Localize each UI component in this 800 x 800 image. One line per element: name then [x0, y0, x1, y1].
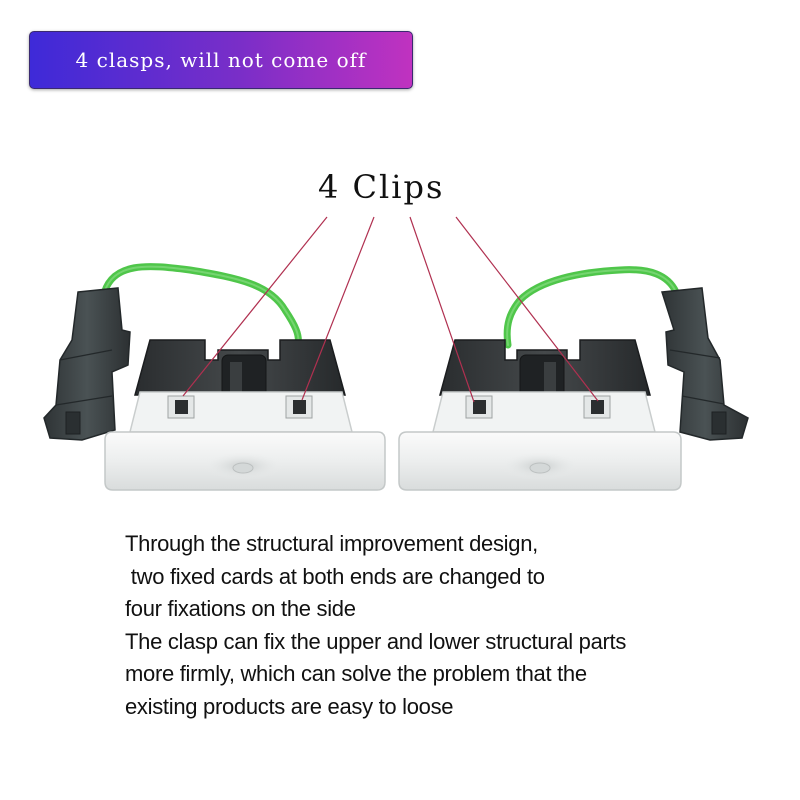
callout-line-1	[182, 216, 328, 397]
left-lens	[104, 431, 386, 491]
right-wire	[503, 266, 680, 349]
right-light-unit	[398, 266, 749, 491]
left-frame	[129, 391, 353, 433]
description-text: Through the structural improvement desig…	[125, 528, 745, 723]
description-line-6: existing products are easy to loose	[125, 693, 454, 719]
banner-text: 4 clasps, will not come off	[75, 48, 367, 72]
callout-lines	[182, 216, 599, 403]
clips-callout-label: 4 Clips	[318, 168, 445, 206]
callout-line-2	[301, 216, 375, 401]
left-light-unit	[43, 263, 386, 491]
description-line-2: two fixed cards at both ends are changed…	[125, 563, 545, 589]
right-connector	[661, 287, 749, 441]
callout-line-3	[409, 216, 475, 403]
description-line-3: four fixations on the side	[125, 596, 356, 621]
left-wire	[99, 263, 302, 349]
right-lens	[398, 431, 682, 491]
feature-banner: 4 clasps, will not come off	[29, 31, 413, 89]
left-housing	[134, 339, 346, 416]
right-frame	[432, 391, 656, 433]
description-line-4: The clasp can fix the upper and lower st…	[125, 628, 627, 654]
description-line-1: Through the structural improvement desig…	[125, 531, 538, 556]
description-line-5: more firmly, which can solve the problem…	[125, 661, 587, 686]
left-connector	[43, 287, 131, 441]
callout-line-4	[455, 216, 599, 402]
